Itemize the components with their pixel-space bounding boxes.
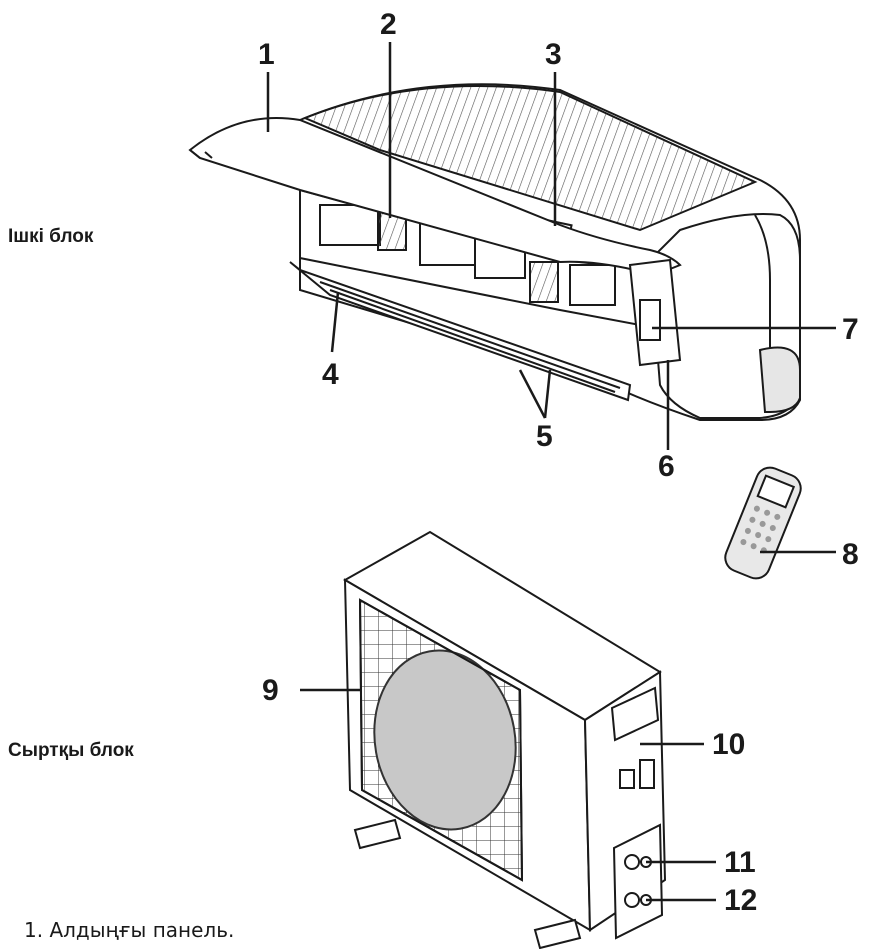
indoor-unit-label: Ішкі блок <box>8 226 94 247</box>
callout-9: 9 <box>262 674 279 707</box>
callout-11: 11 <box>724 846 756 879</box>
outdoor-unit <box>342 530 667 949</box>
legend-item-1: 1. Алдыңғы панель. <box>24 918 235 942</box>
callout-6: 6 <box>658 450 675 483</box>
leader-lines <box>266 42 836 902</box>
callout-4: 4 <box>322 358 339 391</box>
callout-12: 12 <box>724 884 758 917</box>
callout-5: 5 <box>536 420 553 453</box>
callout-10: 10 <box>712 728 746 761</box>
callout-7: 7 <box>842 313 859 346</box>
outdoor-unit-label: Сыртқы блок <box>8 740 134 761</box>
callout-1: 1 <box>258 38 275 71</box>
remote-control <box>724 466 802 580</box>
callout-2: 2 <box>380 8 397 41</box>
callout-3: 3 <box>545 38 562 71</box>
callout-8: 8 <box>842 538 859 571</box>
indoor-unit <box>188 83 801 421</box>
